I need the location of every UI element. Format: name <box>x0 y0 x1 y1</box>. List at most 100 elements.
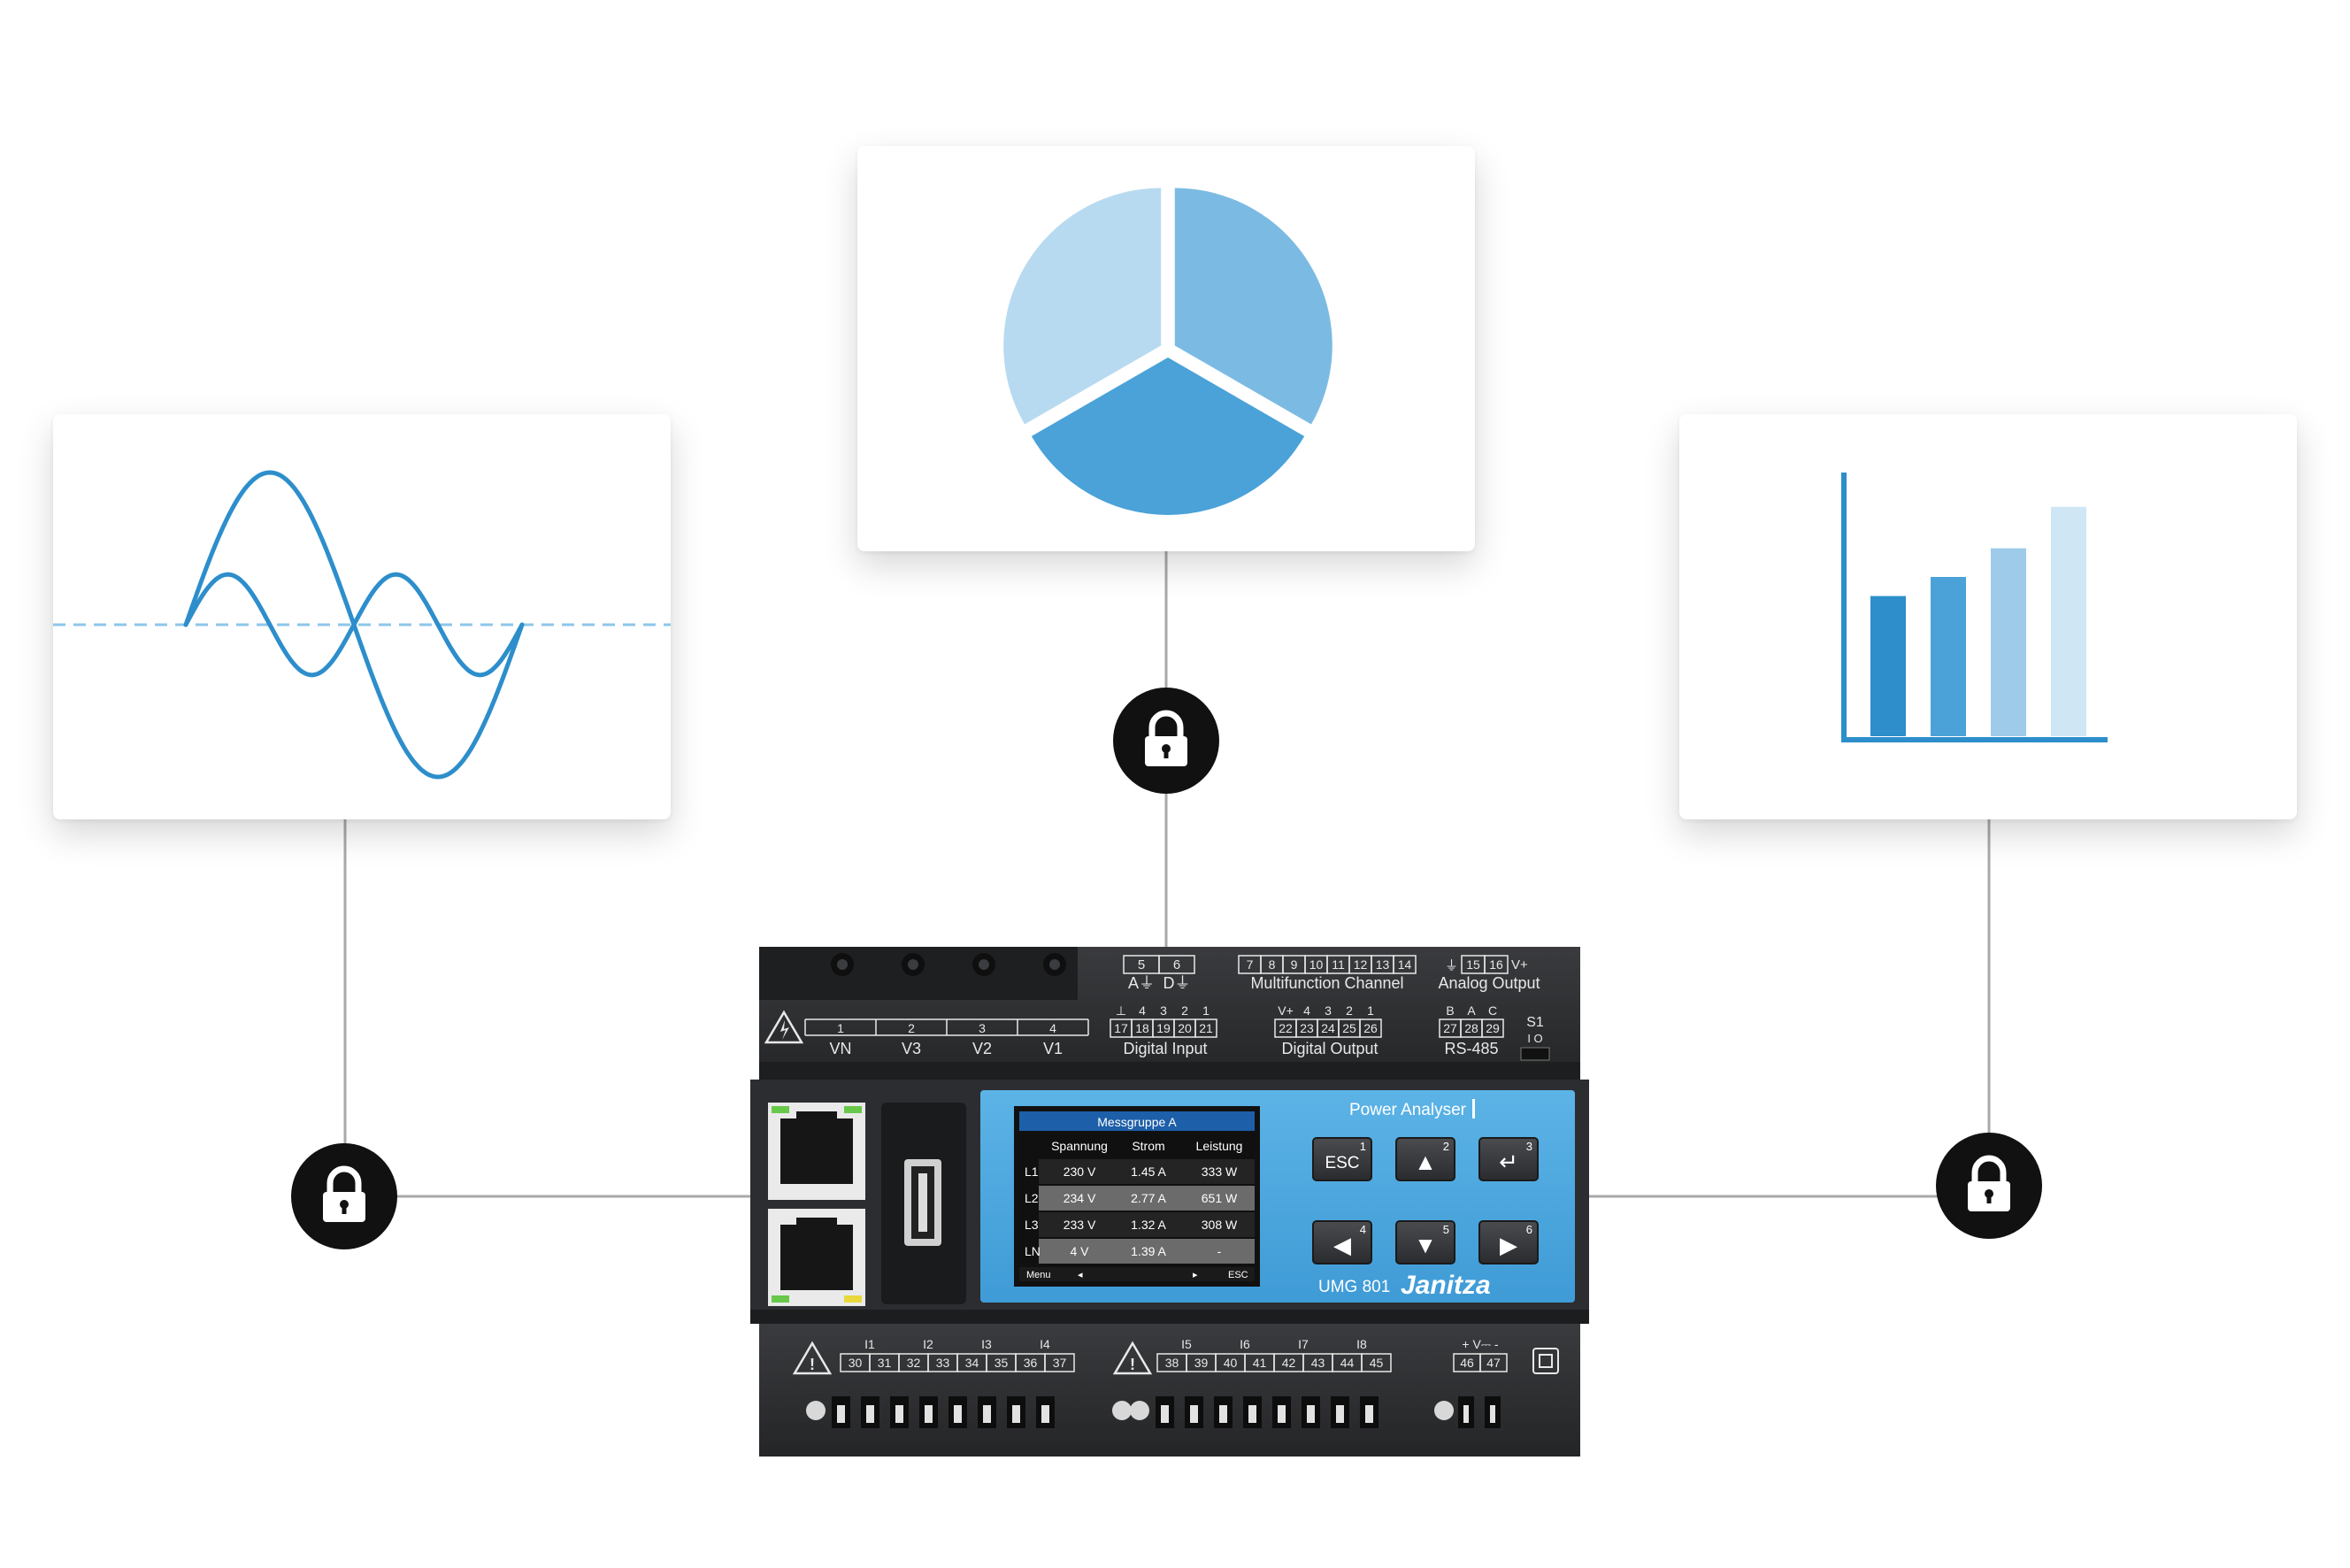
pie-chart-card <box>857 146 1475 551</box>
terminal-19: 19 <box>1156 1021 1171 1035</box>
screen-cell-power: 308 W <box>1202 1218 1238 1232</box>
screen-next-arrow: ▸ <box>1193 1270 1198 1280</box>
down-key[interactable]: ▼5 <box>1395 1220 1455 1264</box>
terminal-2: 2 <box>908 1021 915 1035</box>
left-key[interactable]: ◀4 <box>1312 1220 1372 1264</box>
di-group-header-0: ⊥ <box>1116 1003 1126 1018</box>
screen-cell-voltage: 233 V <box>1064 1218 1096 1232</box>
terminal-43: 43 <box>1311 1356 1325 1370</box>
terminal-32: 32 <box>907 1356 921 1370</box>
terminal-16: 16 <box>1489 957 1503 972</box>
screen-cell-power: - <box>1217 1244 1222 1258</box>
rs-group-header-1: A <box>1467 1003 1476 1018</box>
terminal-14: 14 <box>1398 957 1412 972</box>
svg-text:!: ! <box>1130 1356 1135 1373</box>
digital-output-label: Digital Output <box>1281 1040 1378 1057</box>
terminal-33: 33 <box>936 1356 950 1370</box>
col-strom: Strom <box>1132 1139 1164 1153</box>
waveform-card <box>53 414 671 819</box>
brand-logo: Janitza <box>1401 1271 1491 1300</box>
right-key[interactable]: ▶6 <box>1478 1220 1539 1264</box>
analog-output-label: Analog Output <box>1438 974 1540 992</box>
terminal-26: 26 <box>1363 1021 1378 1035</box>
label-a-ground: A⏚ <box>1128 974 1155 992</box>
up-key[interactable]: ▲2 <box>1395 1137 1455 1181</box>
terminal-18: 18 <box>1135 1021 1149 1035</box>
padlock-icon <box>1113 688 1219 794</box>
screen-cell-voltage: 4 V <box>1070 1244 1089 1258</box>
warning-triangle-icon <box>792 1341 833 1375</box>
do-group-header-3: 2 <box>1346 1003 1353 1018</box>
screen-cell-power: 333 W <box>1202 1164 1238 1179</box>
bar-2 <box>1931 577 1966 736</box>
do-group-header-1: 4 <box>1303 1003 1310 1018</box>
terminal-8: 8 <box>1269 957 1276 972</box>
key-glyph: ◀ <box>1333 1232 1351 1258</box>
do-group-header-4: 1 <box>1367 1003 1374 1018</box>
current-input-label: I2 <box>923 1337 933 1351</box>
release-latch <box>1130 1401 1149 1420</box>
label-vn: VN <box>829 1040 851 1057</box>
terminal-12: 12 <box>1354 957 1368 972</box>
di-group-header-3: 2 <box>1181 1003 1188 1018</box>
col-spannung: Spannung <box>1051 1139 1108 1153</box>
s1-dip-switch[interactable] <box>1520 1047 1550 1061</box>
release-latch <box>806 1401 826 1420</box>
terminal-45: 45 <box>1370 1356 1384 1370</box>
enter-key[interactable]: ↵3 <box>1478 1137 1539 1181</box>
usb-port-icon[interactable] <box>881 1103 966 1304</box>
terminal-46: 46 <box>1460 1356 1474 1370</box>
terminal-36: 36 <box>1024 1356 1038 1370</box>
screen-cell-current: 1.45 A <box>1131 1164 1166 1179</box>
wave-series-2 <box>183 572 525 678</box>
product-label: Power Analyser <box>1349 1101 1467 1119</box>
key-number: 3 <box>1526 1140 1532 1153</box>
multifunction-channel-label: Multifunction Channel <box>1250 974 1403 992</box>
top-screw-terminals <box>831 953 1066 976</box>
rs-group-header-2: C <box>1488 1003 1497 1018</box>
key-number: 1 <box>1360 1140 1366 1153</box>
s1-switch-label: I O <box>1527 1032 1542 1045</box>
rs-group-header-0: B <box>1446 1003 1454 1018</box>
sine-wave-icon <box>53 470 671 780</box>
pie-slice-3 <box>1031 357 1305 515</box>
terminal-25: 25 <box>1342 1021 1356 1035</box>
terminal-20: 20 <box>1178 1021 1192 1035</box>
warning-triangle-icon <box>1112 1341 1153 1375</box>
label-d-ground: D⏚ <box>1163 974 1191 992</box>
key-number: 2 <box>1443 1140 1449 1153</box>
analog-v-plus-label: V+ <box>1511 957 1528 972</box>
key-number: 6 <box>1526 1223 1532 1236</box>
terminal-9: 9 <box>1291 957 1298 972</box>
key-glyph: ▶ <box>1500 1232 1517 1258</box>
rs485-label: RS-485 <box>1444 1040 1498 1057</box>
terminal-39: 39 <box>1194 1356 1209 1370</box>
terminal-22: 22 <box>1279 1021 1293 1035</box>
power-supply-label: + V⎓ - <box>1462 1337 1498 1351</box>
padlock-icon <box>1936 1133 2042 1239</box>
double-insulation-icon <box>1532 1348 1559 1374</box>
ethernet-port-icon[interactable] <box>780 1118 853 1184</box>
terminal-42: 42 <box>1282 1356 1296 1370</box>
screen-esc-label: ESC <box>1228 1270 1248 1280</box>
terminal-21: 21 <box>1199 1021 1213 1035</box>
di-group-header-4: 1 <box>1202 1003 1210 1018</box>
screen-row-label: L2 <box>1025 1191 1039 1205</box>
terminal-31: 31 <box>878 1356 892 1370</box>
terminal-3: 3 <box>979 1021 986 1035</box>
ethernet-port-icon[interactable] <box>780 1225 853 1290</box>
terminal-15: 15 <box>1466 957 1480 972</box>
current-input-label: I8 <box>1356 1337 1367 1351</box>
terminal-5: 5 <box>1138 957 1145 972</box>
bar-1 <box>1870 596 1906 736</box>
svg-text:!: ! <box>810 1356 815 1373</box>
pie-slice-2 <box>1174 188 1332 425</box>
ethernet-ports <box>768 1103 865 1306</box>
padlock-icon <box>291 1143 397 1249</box>
terminal-29: 29 <box>1486 1021 1500 1035</box>
terminal-1: 1 <box>837 1021 844 1035</box>
